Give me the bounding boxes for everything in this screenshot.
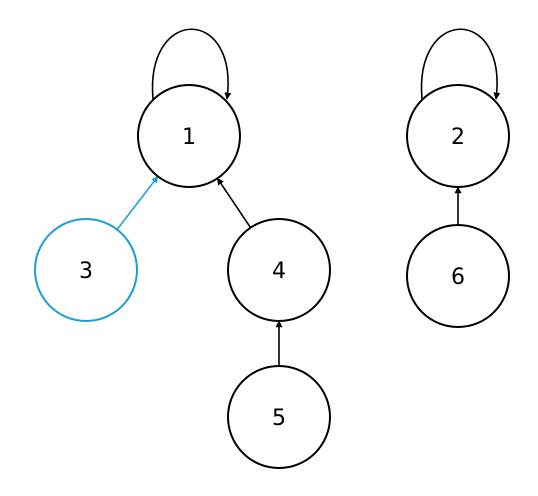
graph-node-2: 2 [406,84,510,188]
node-circle-6 [406,224,510,328]
graph-node-1: 1 [137,84,241,188]
edge-3-to-1 [116,175,159,231]
graph-node-4: 4 [227,218,331,322]
graph-node-3: 3 [34,218,138,322]
graph-node-6: 6 [406,224,510,328]
node-circle-5 [227,365,331,469]
edge-4-to-1 [216,177,252,229]
node-label-5: 5 [272,406,286,431]
nodes-layer: 1 2 3 4 5 6 [34,84,510,469]
node-label-3: 3 [79,259,93,284]
node-label-2: 2 [451,125,465,150]
edges-layer [116,28,501,366]
node-label-4: 4 [272,259,286,284]
self-loop-edge-1 [151,28,232,100]
node-label-6: 6 [451,265,465,290]
graph-node-5: 5 [227,365,331,469]
node-circle-1 [137,84,241,188]
node-circle-4 [227,218,331,322]
node-circle-3 [34,218,138,322]
node-circle-2 [406,84,510,188]
node-label-1: 1 [182,125,196,150]
self-loop-edge-2 [420,28,501,100]
